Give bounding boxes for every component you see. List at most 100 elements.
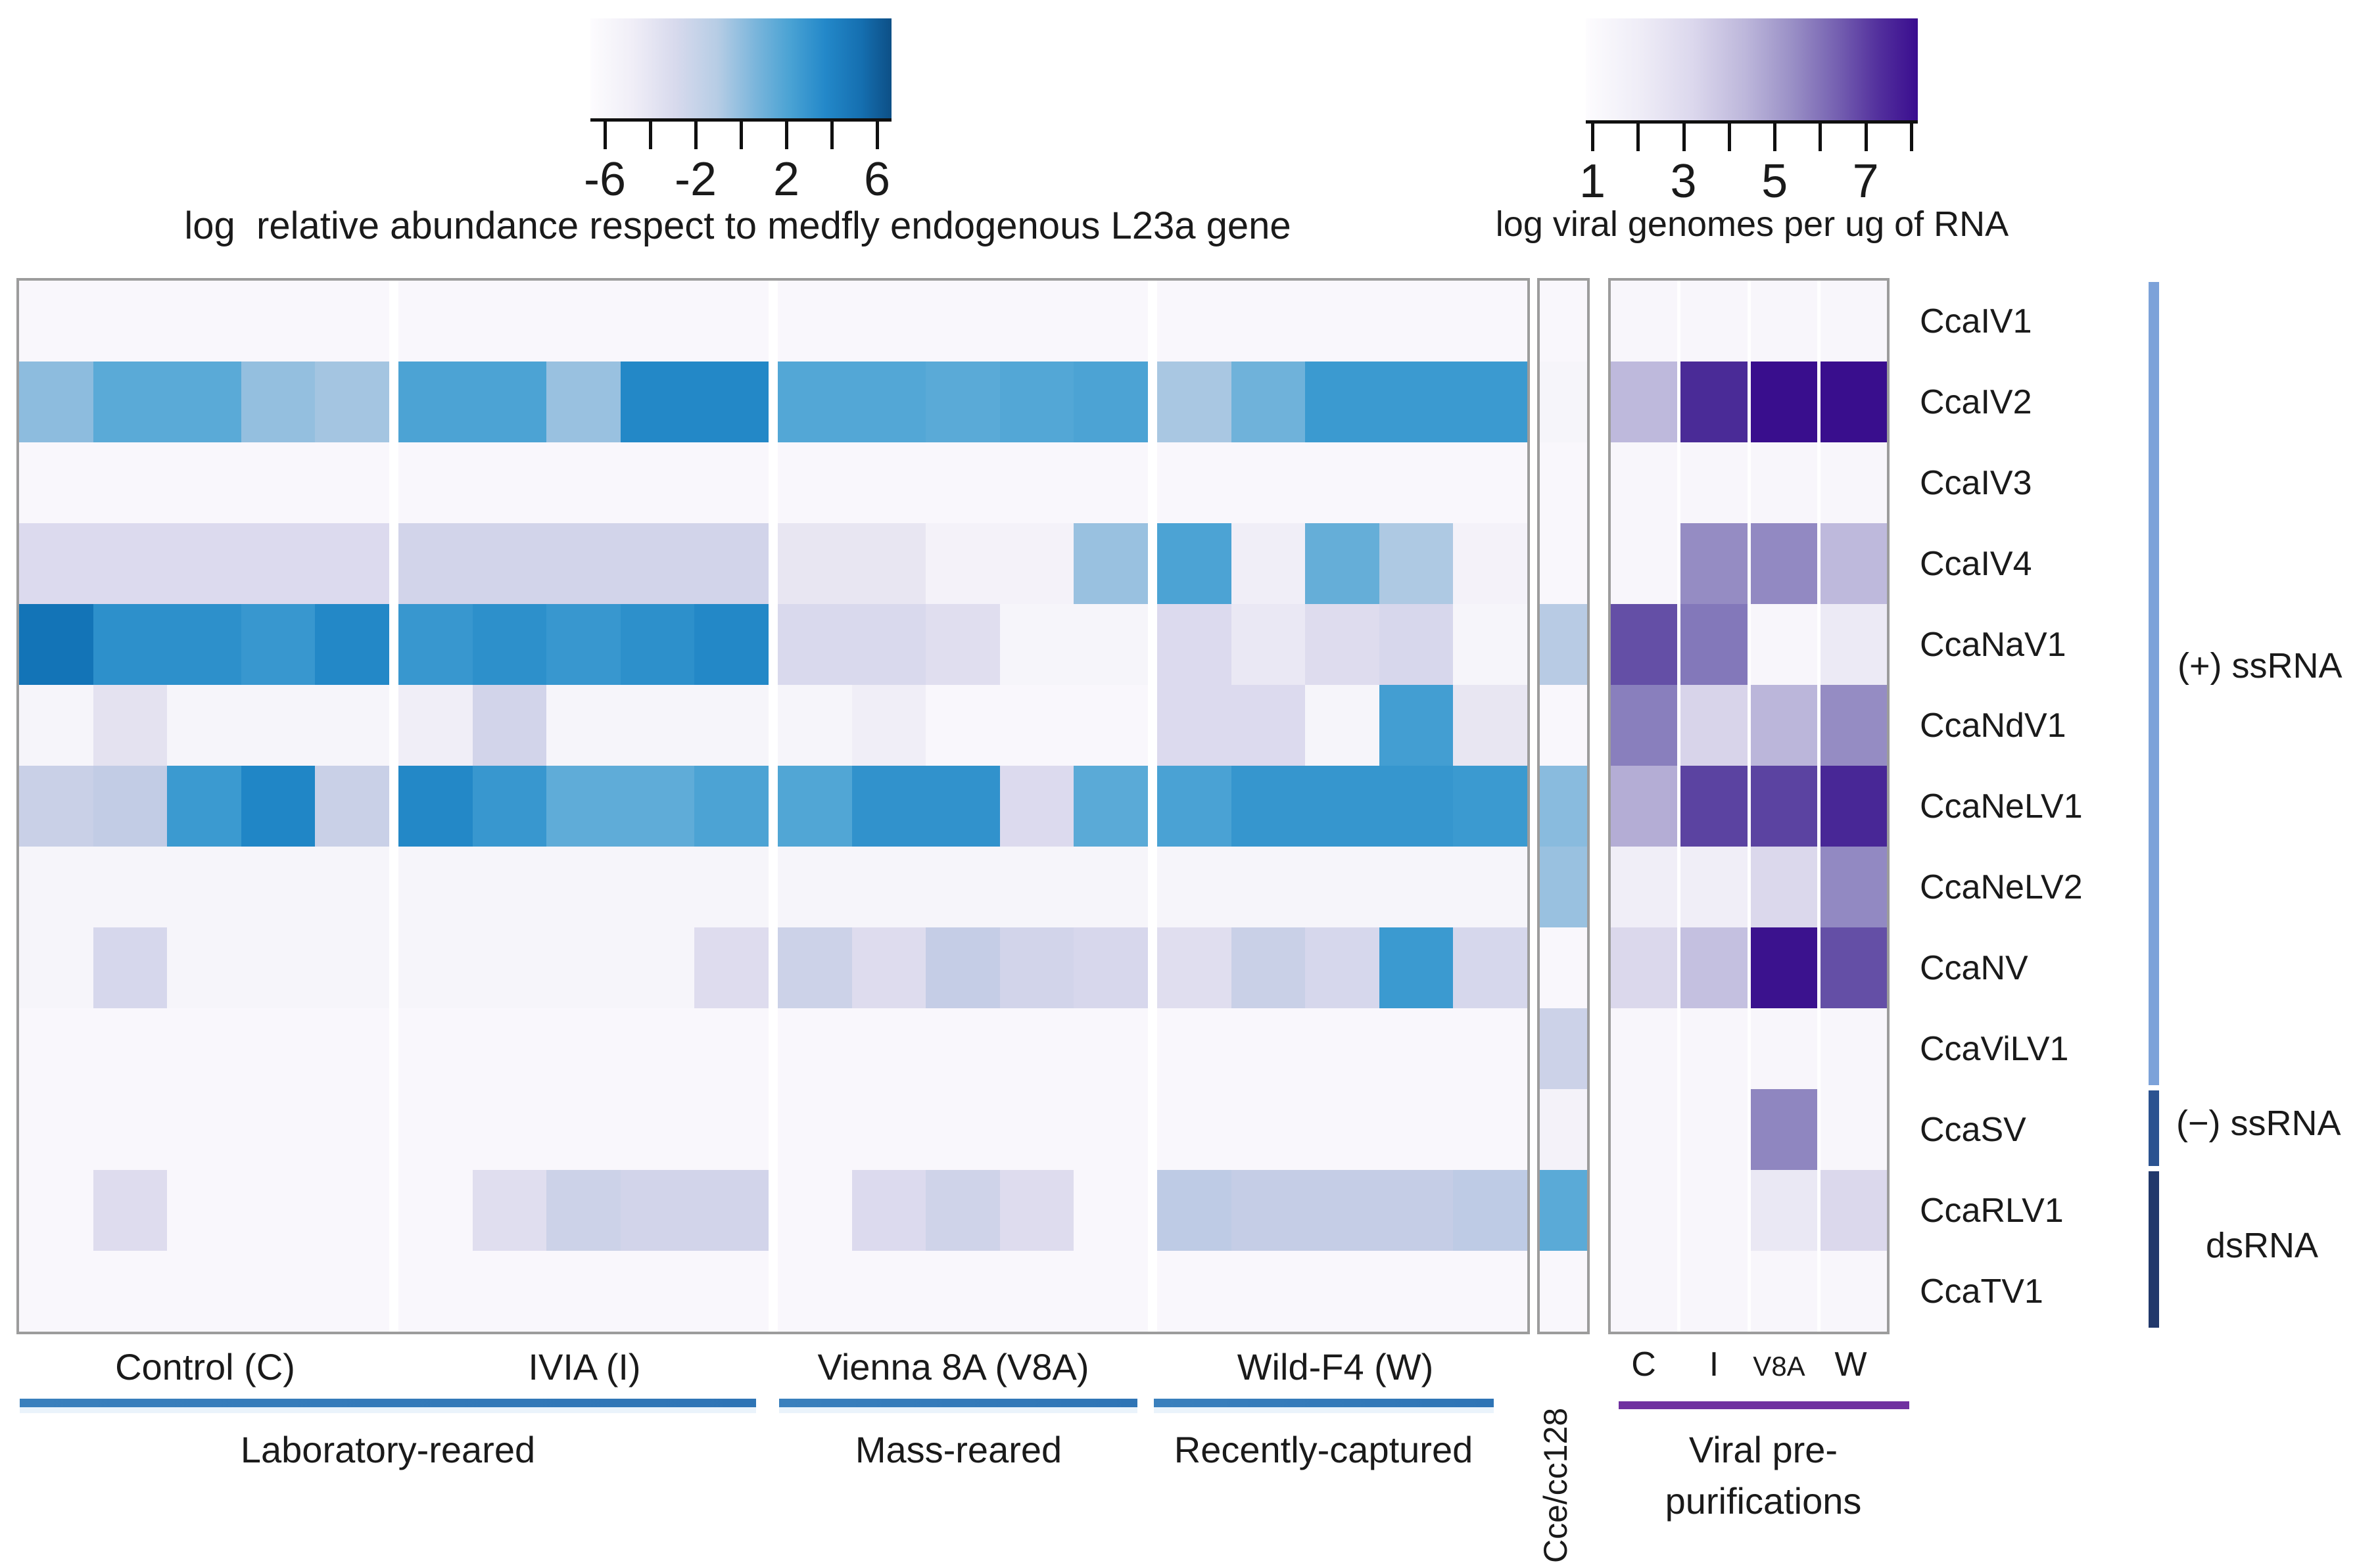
group-separator [389,1170,398,1251]
heatmap-cell [620,1089,695,1170]
column-group-label: Vienna 8A (V8A) [817,1346,1089,1388]
heatmap-cell [851,362,926,442]
heatmap-cell [19,685,93,766]
purification-heatmap-cell [1750,847,1817,927]
heatmap-cell [620,927,695,1008]
heatmap-cell [472,604,547,685]
heatmap-cell [1074,1170,1148,1251]
rearing-underline [779,1399,1137,1407]
purification-heatmap-cell [1680,1008,1748,1089]
heatmap-cell [93,1008,168,1089]
heatmap-cell [777,1008,852,1089]
purification-heatmap-cell [1680,766,1748,847]
cce-heatmap-column [1537,278,1590,1334]
heatmap-cell [472,766,547,847]
purification-heatmap-cell [1680,1089,1748,1170]
heatmap-cell [926,927,1000,1008]
heatmap-cell [1453,1008,1527,1089]
heatmap-cell [1379,1008,1454,1089]
heatmap-cell [851,523,926,604]
heatmap-cell [926,604,1000,685]
purification-heatmap-cell [1680,1170,1748,1251]
heatmap-row [19,927,1527,1008]
heatmap-cell [241,604,316,685]
heatmap-cell [93,281,168,362]
purification-heatmap-cell [1820,1089,1887,1170]
colorbar-tick-label: 2 [773,153,800,206]
purification-heatmap-cell [1680,362,1748,442]
heatmap-cell [1453,604,1527,685]
group-separator [389,1089,398,1170]
colorbar-tick [1682,124,1686,151]
group-separator [1147,1089,1157,1170]
heatmap-cell [999,604,1074,685]
heatmap-cell [398,362,473,442]
heatmap-cell [999,1170,1074,1251]
heatmap-cell [472,1170,547,1251]
heatmap-cell [851,604,926,685]
heatmap-cell [1074,927,1148,1008]
heatmap-cell [241,281,316,362]
purification-heatmap-cell [1611,847,1678,927]
colorbar-tick [830,122,834,149]
row-label-ccaiv1: CcaIV1 [1920,302,2032,340]
group-separator [389,766,398,847]
heatmap-cell [1305,1170,1379,1251]
heatmap-cell [694,1251,769,1332]
group-separator [1147,766,1157,847]
heatmap-cell [398,442,473,523]
colorbar-tick [604,122,607,149]
purification-heatmap-cell [1680,1251,1748,1332]
heatmap-cell [93,1251,168,1332]
purple-legend-caption: log viral genomes per ug of RNA [1495,204,2009,244]
heatmap-cell [1453,927,1527,1008]
colorbar-tick [740,122,743,149]
heatmap-cell [926,766,1000,847]
heatmap-cell [999,442,1074,523]
heatmap-cell [1231,1170,1306,1251]
heatmap-cell [851,281,926,362]
heatmap-cell [1453,362,1527,442]
heatmap-cell [472,1008,547,1089]
heatmap-cell [241,1251,316,1332]
purification-heatmap-cell [1750,1251,1817,1332]
heatmap-cell [1156,1251,1231,1332]
group-separator [768,1251,778,1332]
purification-heatmap-cell [1820,523,1887,604]
heatmap-cell [1156,281,1231,362]
colorbar-tick [1636,124,1640,151]
heatmap-cell [167,362,241,442]
cce-heatmap-cell [1540,766,1587,847]
heatmap-cell [315,1008,389,1089]
heatmap-cell [694,927,769,1008]
group-separator [768,442,778,523]
heatmap-cell [851,1251,926,1332]
heatmap-cell [167,1089,241,1170]
cce-heatmap-cell [1540,927,1587,1008]
heatmap-cell [777,685,852,766]
heatmap-cell [546,1170,621,1251]
heatmap-cell [620,442,695,523]
heatmap-cell [546,847,621,927]
cce-heatmap-cell [1540,1089,1587,1170]
heatmap-cell [19,1251,93,1332]
colorbar-tick [1591,124,1594,151]
purple-colorbar [1586,18,1918,124]
colorbar-tick [785,122,788,149]
heatmap-row [19,281,1527,362]
heatmap-cell [1305,604,1379,685]
purification-heatmap-cell [1611,685,1678,766]
cce-heatmap-cell [1540,847,1587,927]
heatmap-cell [1074,766,1148,847]
colorbar-tick [1773,124,1777,151]
group-separator [389,281,398,362]
heatmap-row [19,1008,1527,1089]
heatmap-cell [1156,927,1231,1008]
purification-heatmap-cell [1611,604,1678,685]
group-separator [1147,1251,1157,1332]
heatmap-cell [1156,685,1231,766]
heatmap-cell [999,1008,1074,1089]
colorbar-tick [1864,124,1868,151]
heatmap-cell [93,1170,168,1251]
row-label-ccandv1: CcaNdV1 [1920,706,2066,745]
